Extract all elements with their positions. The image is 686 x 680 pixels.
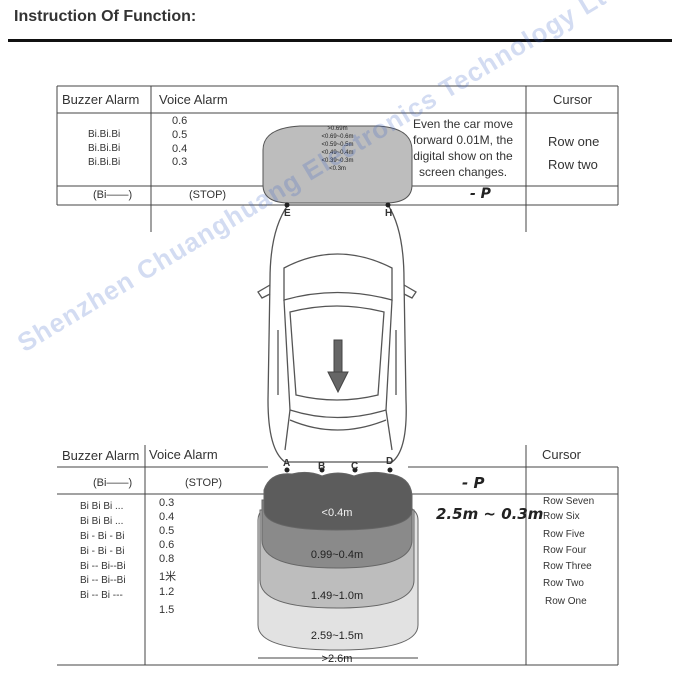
rear-voice-7: 1.2 bbox=[159, 586, 175, 598]
front-note-line-1: Even the car move bbox=[412, 117, 514, 131]
front-range-5: <0.39~0.3m bbox=[321, 158, 354, 164]
front-cursor-header: Cursor bbox=[553, 92, 593, 107]
front-buzzer-1: Bi.Bi.Bi bbox=[88, 129, 121, 140]
rear-voice-2: 0.4 bbox=[159, 511, 175, 523]
rear-cursor-header: Cursor bbox=[542, 447, 582, 462]
rear-voice-3: 0.5 bbox=[159, 525, 175, 537]
rear-cursor-row-6: Row Six bbox=[543, 511, 580, 522]
front-buzzer-2: Bi.Bi.Bi bbox=[88, 143, 121, 154]
rear-buzzer-6: Bi -- Bi--Bi bbox=[80, 575, 126, 586]
rear-voice-1: 0.3 bbox=[159, 497, 175, 509]
rear-zones bbox=[257, 471, 419, 659]
rear-buzzer-3: Bi - Bi - Bi bbox=[80, 531, 125, 542]
front-stop-voice: (STOP) bbox=[189, 189, 227, 201]
rear-stop-display: - P bbox=[462, 474, 485, 492]
sensor-label-e: E bbox=[284, 208, 291, 219]
rear-cursor-row-3: Row Three bbox=[543, 561, 592, 572]
reverse-arrow-icon bbox=[327, 339, 349, 394]
rear-zone-label-3: 1.49~1.0m bbox=[310, 590, 364, 602]
rear-buzzer-header: Buzzer Alarm bbox=[62, 448, 140, 463]
rear-cursor-row-4: Row Four bbox=[543, 545, 587, 556]
rear-buzzer-4: Bi - Bi - Bi bbox=[80, 546, 125, 557]
rear-table-grid bbox=[57, 445, 619, 666]
front-voice-4: 0.3 bbox=[172, 156, 188, 168]
front-cursor-row-2: Row two bbox=[548, 157, 598, 172]
rear-stop-buzzer: (Bi——) bbox=[93, 477, 133, 489]
front-voice-header: Voice Alarm bbox=[159, 92, 228, 107]
rear-zone-label-2: 0.99~0.4m bbox=[310, 549, 364, 561]
rear-voice-8: 1.5 bbox=[159, 604, 175, 616]
rear-cursor-row-2: Row Two bbox=[543, 578, 584, 589]
sensor-label-h: H bbox=[385, 208, 393, 219]
front-range-1: >0.69m bbox=[327, 126, 348, 132]
front-cursor-row-1: Row one bbox=[548, 134, 600, 149]
rear-voice-4: 0.6 bbox=[159, 539, 175, 551]
rear-voice-5: 0.8 bbox=[159, 553, 175, 565]
rear-cursor-row-7: Row Seven bbox=[543, 496, 595, 507]
front-stop-buzzer: (Bi——) bbox=[93, 189, 133, 201]
front-range-list: >0.69m <0.69~0.6m <0.59~0.5m <0.49~0.4m … bbox=[300, 125, 375, 173]
rear-buzzer-1: Bi Bi Bi ... bbox=[80, 501, 124, 512]
rear-stop-voice: (STOP) bbox=[185, 477, 223, 489]
sensor-label-a: A bbox=[283, 458, 291, 469]
rear-buzzer-5: Bi -- Bi--Bi bbox=[80, 561, 126, 572]
front-note-line-3: digital show on the bbox=[413, 149, 513, 163]
front-range-6: <0.3m bbox=[329, 166, 346, 172]
front-stop-display: - P bbox=[470, 186, 491, 202]
front-buzzer-header: Buzzer Alarm bbox=[62, 92, 140, 107]
rear-distance-display: 2.5m ~ 0.3m bbox=[436, 505, 544, 523]
rear-zone-label-1: <0.4m bbox=[321, 507, 353, 519]
title-rule bbox=[8, 39, 672, 42]
page-title: Instruction Of Function: bbox=[14, 8, 197, 25]
front-voice-3: 0.4 bbox=[172, 143, 188, 155]
front-range-3: <0.59~0.5m bbox=[321, 142, 354, 148]
front-range-2: <0.69~0.6m bbox=[321, 134, 354, 140]
front-note: Even the car move forward 0.01M, the dig… bbox=[403, 116, 523, 180]
rear-zone-label-5: >2.6m bbox=[321, 653, 353, 665]
rear-buzzer-7: Bi -- Bi --- bbox=[80, 590, 123, 601]
sensor-label-b: B bbox=[318, 461, 326, 472]
sensor-label-d: D bbox=[386, 456, 394, 467]
front-voice-2: 0.5 bbox=[172, 129, 188, 141]
front-note-line-4: screen changes. bbox=[418, 165, 508, 179]
front-buzzer-3: Bi.Bi.Bi bbox=[88, 157, 121, 168]
front-voice-1: 0.6 bbox=[172, 115, 188, 127]
sensor-dots bbox=[284, 202, 393, 473]
front-zone bbox=[262, 125, 413, 204]
rear-voice-header: Voice Alarm bbox=[149, 447, 218, 462]
car-outline bbox=[257, 204, 417, 463]
rear-cursor-row-5: Row Five bbox=[543, 529, 585, 540]
rear-cursor-row-1: Row One bbox=[545, 596, 587, 607]
front-note-line-2: forward 0.01M, the bbox=[412, 133, 514, 147]
rear-zone-label-4: 2.59~1.5m bbox=[310, 630, 364, 642]
sensor-label-c: C bbox=[351, 461, 359, 472]
front-range-4: <0.49~0.4m bbox=[321, 150, 354, 156]
rear-buzzer-2: Bi Bi Bi ... bbox=[80, 516, 124, 527]
rear-voice-6: 1米 bbox=[159, 571, 177, 583]
